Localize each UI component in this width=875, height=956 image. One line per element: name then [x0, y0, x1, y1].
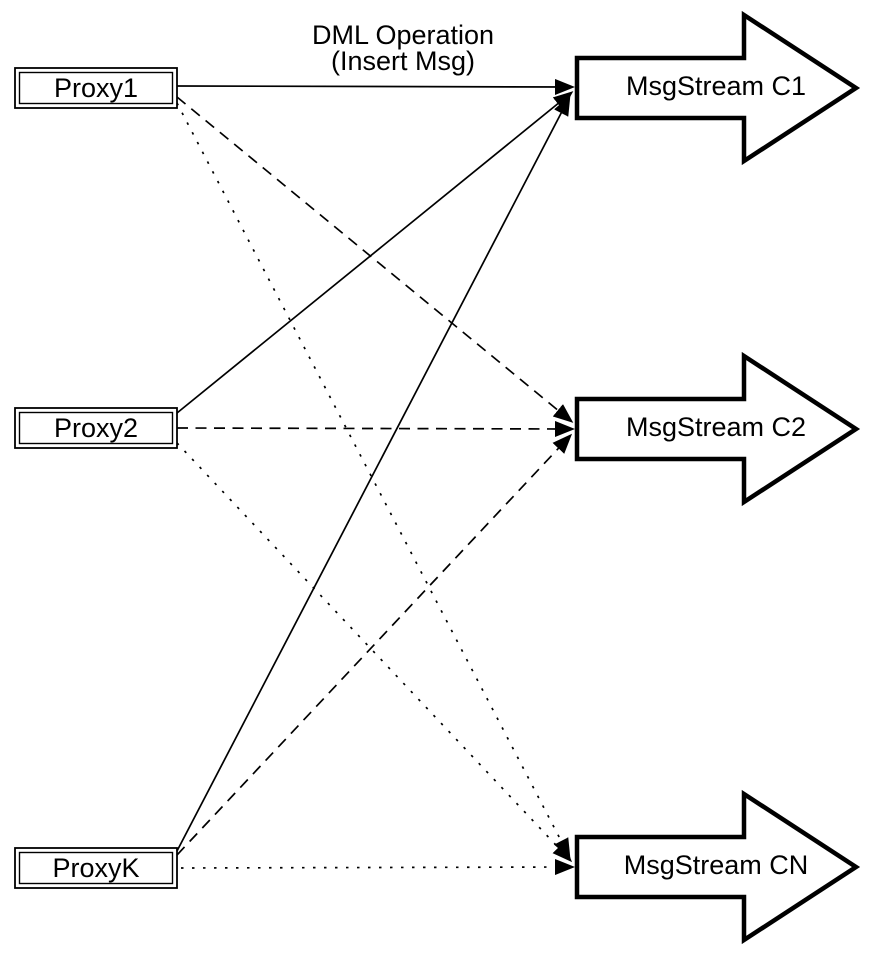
msgstream-cn-label: MsgStream CN: [624, 850, 809, 880]
node-proxy2: Proxy2: [14, 407, 178, 449]
proxy2-label: Proxy2: [54, 413, 138, 443]
node-proxy1: Proxy1: [14, 67, 178, 109]
dml-operation-label-line2: (Insert Msg): [331, 46, 475, 76]
edge-proxy2-c1: [176, 91, 574, 414]
msgstream-c1-label: MsgStream C1: [626, 71, 806, 101]
edge-proxy1-cn: [176, 102, 571, 859]
proxy1-box-inner: [18, 71, 174, 105]
edges: [176, 78, 575, 876]
edge-proxy2-c2: [176, 420, 575, 437]
node-msgstream-c1: MsgStream C1: [574, 10, 861, 166]
block-arrow-shape-c1: [574, 10, 861, 166]
edge-proxy1-c2: [176, 96, 574, 423]
edge-proxyk-c2: [176, 433, 573, 856]
node-msgstream-cn: MsgStream CN: [574, 789, 861, 945]
block-arrow-shape-c2: [574, 351, 861, 507]
edge-proxy1-c1: [176, 78, 575, 95]
proxyk-box-inner: [18, 851, 174, 885]
proxyk-box: [14, 847, 178, 889]
proxy1-label: Proxy1: [54, 73, 138, 103]
proxy2-box-inner: [18, 411, 174, 445]
dml-operation-label-line1: DML Operation: [312, 20, 494, 50]
node-msgstream-c2: MsgStream C2: [574, 351, 861, 507]
block-arrow-shape-cn: [574, 789, 861, 945]
edge-proxyk-cn: [180, 859, 575, 876]
node-proxyk: ProxyK: [14, 847, 178, 889]
proxyk-label: ProxyK: [52, 853, 139, 883]
msgstream-c2-label: MsgStream C2: [626, 412, 806, 442]
proxy1-box: [14, 67, 178, 109]
edge-proxyk-c1: [176, 95, 571, 852]
edge-proxy2-cn: [176, 442, 573, 863]
